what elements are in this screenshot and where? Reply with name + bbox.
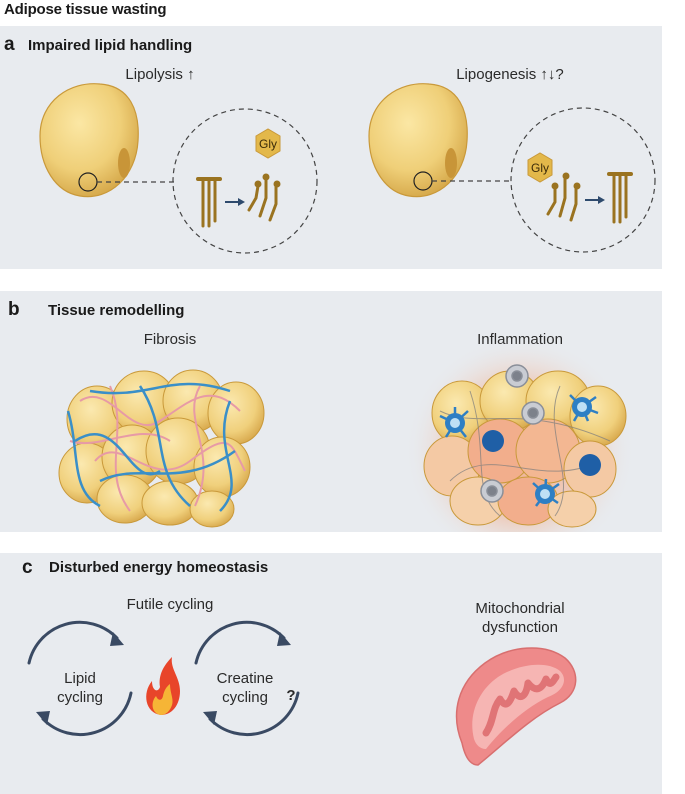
- lipid-cycling-label: Lipid cycling: [30, 669, 130, 707]
- adipocyte-left: [39, 83, 139, 198]
- panel-b-illustration: [58, 336, 635, 532]
- creatine-cycling-line1: Creatine: [216, 670, 274, 687]
- arrow-right-icon: [225, 198, 245, 206]
- panel-a-title: Impaired lipid handling: [28, 37, 193, 54]
- triglyceride-icon: [196, 177, 222, 228]
- arrowhead-icon-2: [36, 711, 50, 725]
- cycle-arrows-lipid: [27, 620, 133, 737]
- panel-b: b Tissue remodelling Fibrosis Inflammati…: [0, 291, 662, 532]
- macrophage-icon-3: [532, 478, 560, 507]
- panel-c-letter: c: [22, 557, 33, 578]
- triglyceride-icon-right: [607, 172, 633, 224]
- adipocyte-right: [368, 83, 468, 198]
- mito-label-line1: Mitochondrial: [475, 600, 565, 617]
- lipolysis-label: Lipolysis ↑: [125, 66, 195, 83]
- mitochondrial-dysfunction-label: Mitochondrial dysfunction: [440, 599, 600, 637]
- collagen-fibers-pink: [69, 385, 246, 512]
- panel-a: a Impaired lipid handling Lipolysis ↑ Li…: [0, 26, 662, 269]
- panel-a-letter: a: [4, 34, 15, 55]
- arrowhead-icon: [110, 632, 124, 646]
- panel-b-letter: b: [8, 299, 20, 320]
- glycerol-hexagon-right: [527, 152, 553, 183]
- question-mark: ?: [286, 687, 296, 704]
- fibrosis-label: Fibrosis: [143, 331, 197, 348]
- arrowhead-icon-4: [203, 711, 217, 725]
- mito-label-line2: dysfunction: [482, 619, 558, 636]
- zoom-circle-left: [172, 108, 318, 254]
- collagen-fibers-blue: [66, 382, 236, 512]
- mitochondrion-icon: [455, 647, 577, 766]
- arrowhead-icon-3: [277, 632, 291, 646]
- lipogenesis-label: Lipogenesis ↑↓?: [456, 66, 564, 83]
- cycle-arrows-creatine: [194, 620, 300, 737]
- panel-c-title: Disturbed energy homeostasis: [49, 559, 269, 576]
- futile-cycling-label: Futile cycling: [126, 596, 214, 613]
- fatty-acids-icon-right: [546, 172, 581, 222]
- creatine-cycling-label: Creatine cycling: [195, 669, 295, 707]
- flame-icon: [146, 657, 180, 715]
- panel-c: c Disturbed energy homeostasis Futile cy…: [0, 553, 662, 794]
- lymphocyte-icon: [482, 430, 601, 476]
- lipid-cycling-line1: Lipid: [64, 670, 96, 687]
- panel-b-title: Tissue remodelling: [48, 302, 185, 319]
- zoom-circle-right: [510, 107, 656, 253]
- panel-c-illustration: [27, 620, 577, 766]
- fatty-acids-icon: [247, 173, 281, 222]
- gly-label-left: Gly: [259, 137, 277, 151]
- neutrophil-icon: [480, 364, 545, 503]
- glycerol-hexagon-left: [255, 128, 281, 159]
- arrow-right-icon-2: [585, 196, 605, 204]
- lipid-cycling-line2: cycling: [57, 689, 103, 706]
- macrophage-icon: [439, 407, 469, 438]
- panel-a-illustration: Gly Gly: [39, 83, 656, 254]
- creatine-cycling-line2: cycling: [222, 689, 268, 706]
- gly-label-right: Gly: [531, 161, 549, 175]
- macrophage-icon-2: [569, 394, 599, 422]
- figure-title: Adipose tissue wasting: [4, 1, 167, 18]
